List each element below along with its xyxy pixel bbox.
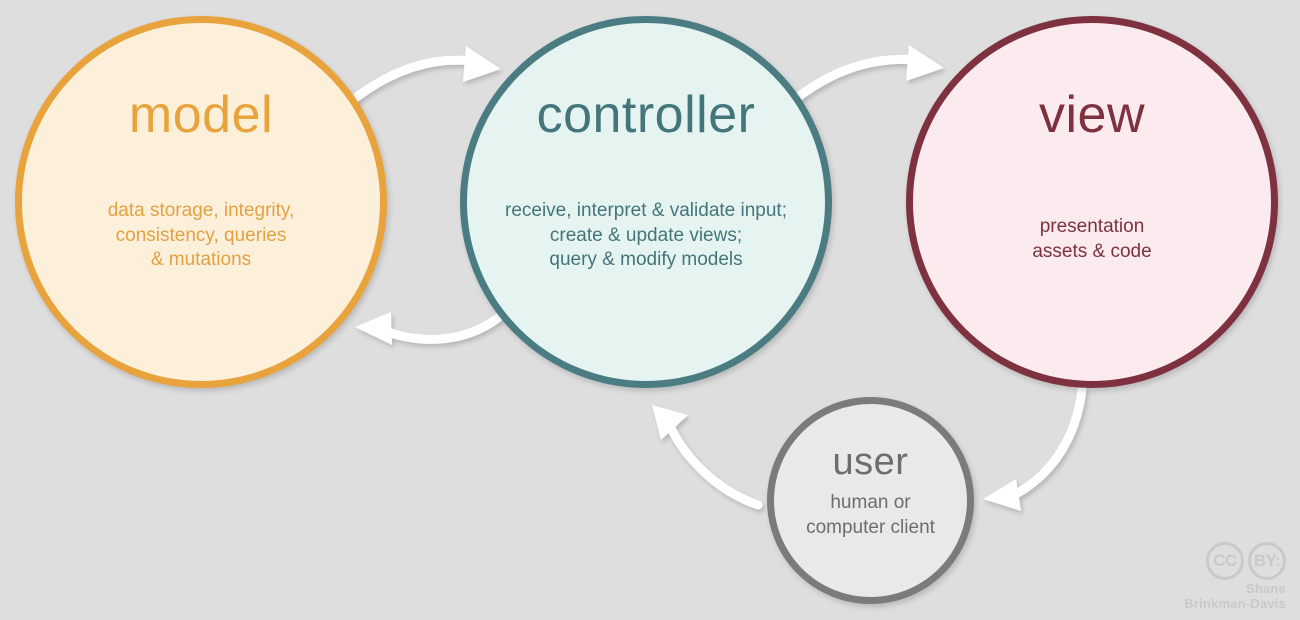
arrow-controller-to-view bbox=[788, 45, 944, 106]
node-view-description: presentation assets & code bbox=[1032, 216, 1152, 262]
cc-by-icon: BY: bbox=[1248, 542, 1286, 581]
attribution-line-2: Brinkman-Davis bbox=[1184, 596, 1286, 612]
attribution-text: Shane Brinkman-Davis bbox=[1184, 581, 1286, 612]
node-controller-title: controller bbox=[536, 86, 756, 144]
node-user-description: human or computer client bbox=[806, 492, 935, 538]
node-user[interactable]: user human or computer client bbox=[767, 397, 974, 604]
node-view-title: view bbox=[1038, 86, 1146, 144]
node-controller-description: receive, interpret & validate input; cre… bbox=[505, 200, 787, 271]
node-model-title: model bbox=[128, 86, 274, 144]
node-user-title: user bbox=[832, 441, 909, 483]
node-view[interactable]: view presentation assets & code bbox=[906, 16, 1278, 388]
arrow-view-to-user bbox=[983, 384, 1087, 511]
cc-license-marks: CC BY: bbox=[1206, 542, 1286, 581]
node-model-description: data storage, integrity, consistency, qu… bbox=[107, 200, 295, 271]
arrow-model-to-controller bbox=[344, 46, 501, 108]
cc-icon: CC bbox=[1206, 542, 1244, 581]
arrow-user-to-controller bbox=[652, 405, 763, 510]
node-model[interactable]: model data storage, integrity, consisten… bbox=[15, 16, 387, 388]
node-controller[interactable]: controller receive, interpret & validate… bbox=[460, 16, 832, 388]
attribution-line-1: Shane bbox=[1245, 581, 1286, 597]
arrow-controller-to-model bbox=[355, 312, 503, 345]
creative-commons-badge: CC BY: Shane Brinkman-Davis bbox=[1184, 542, 1286, 612]
